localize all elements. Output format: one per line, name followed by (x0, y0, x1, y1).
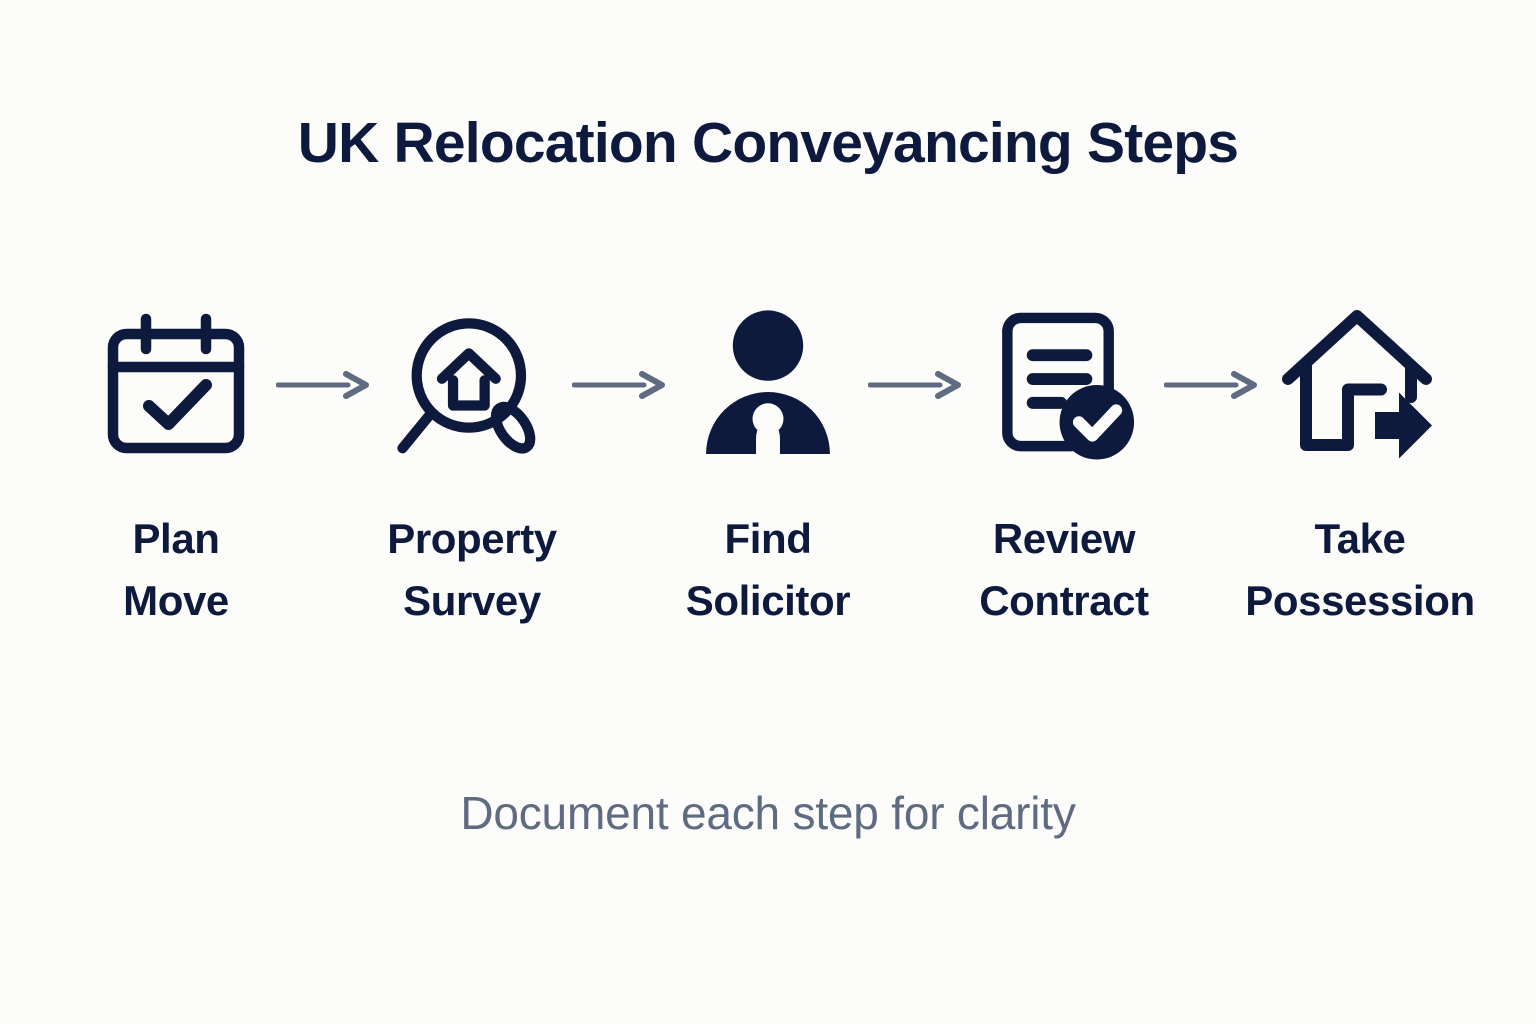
connector-2 (570, 300, 670, 470)
step-find-solicitor[interactable]: Find Solicitor (670, 300, 866, 632)
step-label-property-survey: Property Survey (387, 515, 557, 625)
footer-note: Document each step for clarity (460, 787, 1076, 839)
house-search-icon (392, 300, 552, 470)
step-plan-move[interactable]: Plan Move (78, 300, 274, 632)
step-label-review-contract: Review Contract (979, 515, 1149, 625)
house-arrow-icon (1280, 300, 1440, 470)
person-icon (688, 300, 848, 470)
arrow-right-icon (572, 371, 665, 399)
step-label-plan-move: Plan Move (123, 515, 229, 625)
steps-row: Plan Move Property Survey (78, 300, 1475, 632)
arrow-right-icon (276, 371, 369, 399)
connector-1 (274, 300, 374, 470)
page-title: UK Relocation Conveyancing Steps (297, 111, 1239, 175)
step-label-take-possession: Take Possession (1245, 515, 1475, 625)
step-label-find-solicitor: Find Solicitor (685, 515, 851, 625)
arrow-right-icon (868, 371, 961, 399)
arrow-right-icon (1164, 371, 1257, 399)
document-check-icon (984, 300, 1144, 470)
step-review-contract[interactable]: Review Contract (966, 300, 1162, 632)
step-property-survey[interactable]: Property Survey (374, 300, 570, 632)
step-take-possession[interactable]: Take Possession (1245, 300, 1475, 632)
connector-3 (866, 300, 966, 470)
connector-4 (1162, 300, 1262, 470)
calendar-check-icon (96, 300, 256, 470)
